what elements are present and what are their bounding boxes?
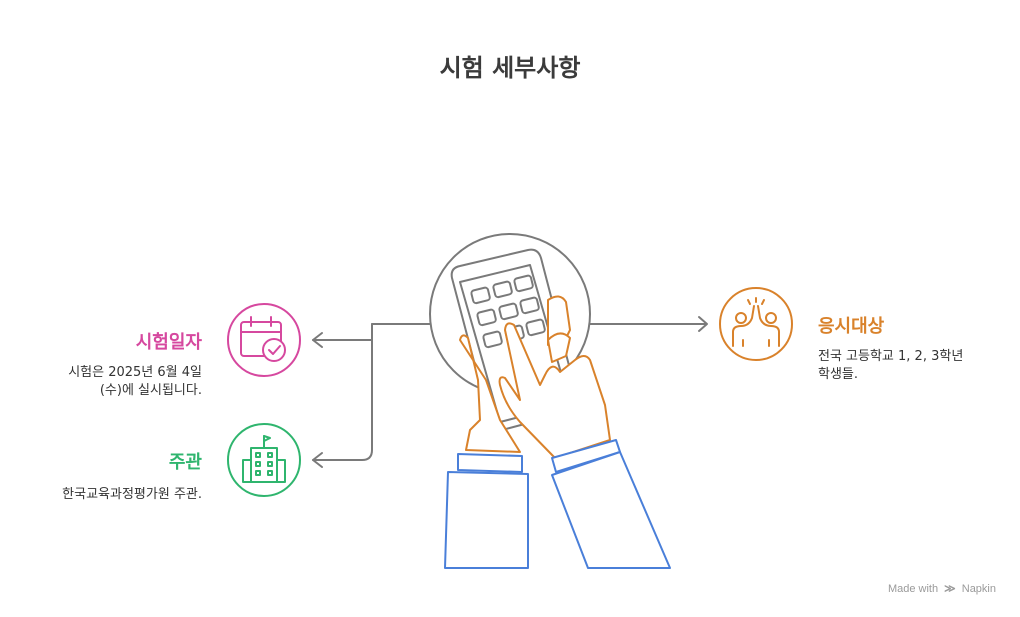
watermark-prefix: Made with: [887, 583, 939, 595]
date-description-line2: (수)에 실시됩니다.: [99, 383, 202, 398]
date-description-line1: 시험은 2025년 6월 4일: [68, 365, 202, 380]
target-heading: 응시대상: [818, 316, 885, 337]
target-description-line2: 학생들.: [818, 367, 859, 382]
hands-outline: [459, 295, 611, 459]
calendar-check-icon: [227, 303, 301, 377]
napkin-logo-icon: ≫: [944, 583, 956, 595]
target-description: 전국 고등학교 1, 2, 3학년 학생들.: [818, 348, 963, 384]
connector-arrows: [312, 316, 708, 468]
host-description-line1: 한국교육과정평가원 주관.: [62, 487, 202, 502]
building-flag-icon: [227, 423, 301, 497]
sleeves: [444, 439, 671, 569]
date-heading: 시험일자: [135, 332, 202, 353]
target-description-line1: 전국 고등학교 1, 2, 3학년: [818, 349, 964, 364]
watermark-brand: Napkin: [961, 583, 996, 595]
host-description: 한국교육과정평가원 주관.: [62, 486, 202, 504]
date-description: 시험은 2025년 6월 4일 (수)에 실시됩니다.: [68, 364, 202, 400]
page-title: 시험 세부사항: [439, 54, 581, 82]
host-heading: 주관: [168, 452, 202, 473]
high-five-icon: [719, 287, 793, 361]
napkin-watermark[interactable]: Made with ≫ Napkin: [888, 582, 996, 595]
